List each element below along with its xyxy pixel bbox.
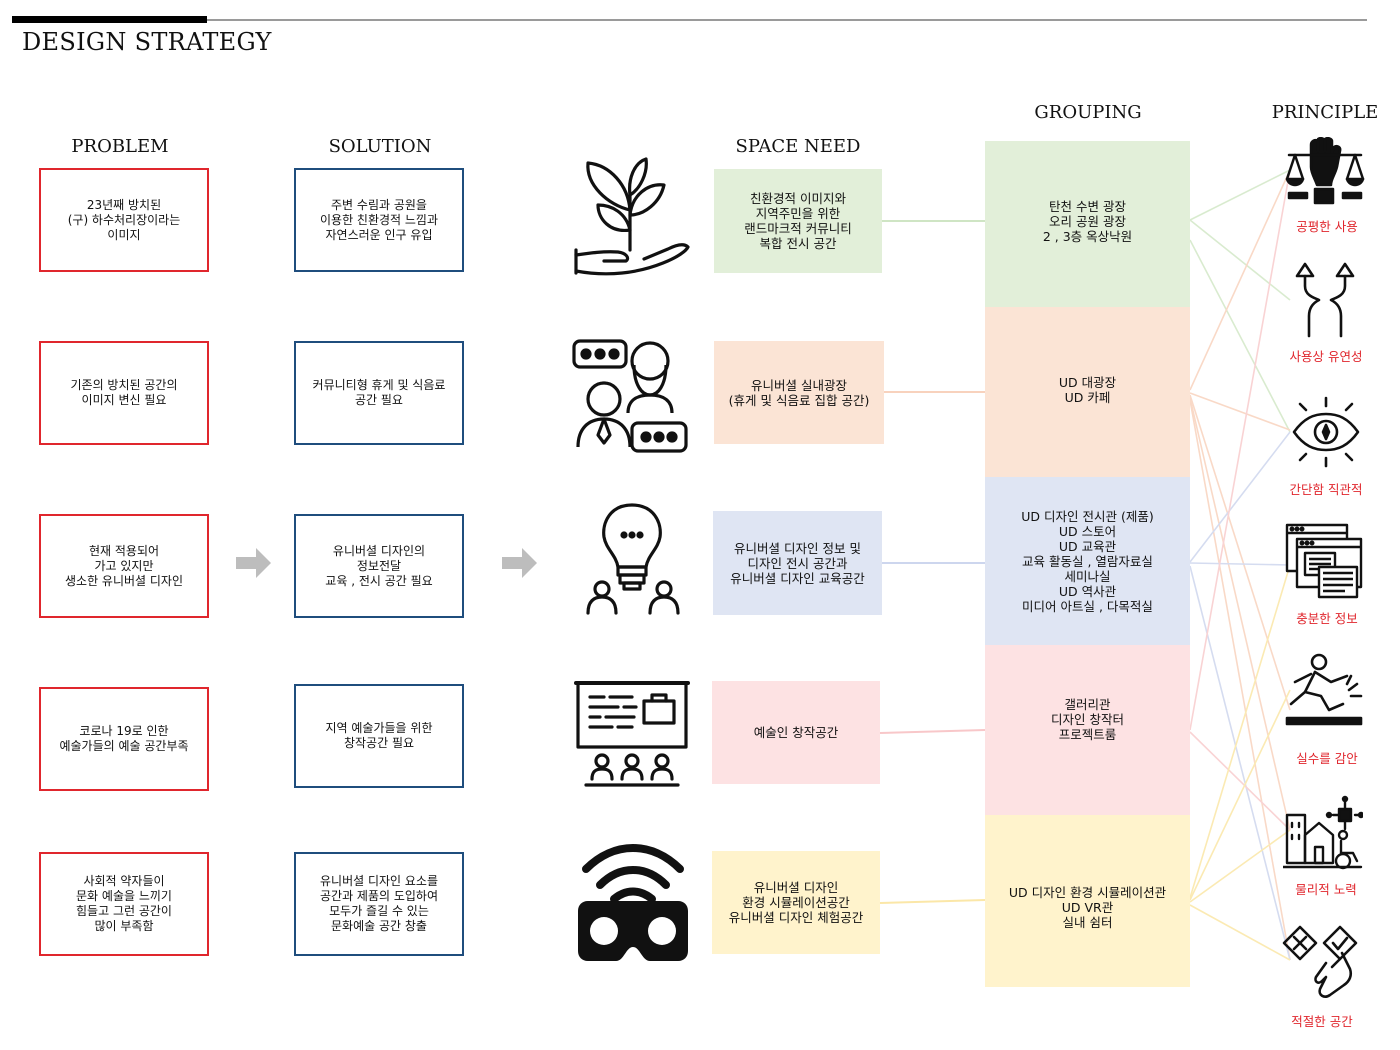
problem-box-1: 23년째 방치된 (구) 하수처리장이라는 이미지	[39, 168, 209, 272]
principle-label-6: 물리적 노력	[1295, 882, 1357, 897]
slip-fall-icon	[1285, 652, 1363, 734]
hand-plant-icon	[568, 155, 693, 284]
principle-label-7: 적절한 공간	[1291, 1014, 1353, 1029]
grouping-box-4: 갤러리관 디자인 창작터 프로젝트룸	[985, 645, 1190, 815]
split-arrows-icon	[1295, 262, 1355, 342]
problem-box-3: 현재 적용되어 가고 있지만 생소한 유니버셜 디자인	[39, 514, 209, 618]
space-need-box-4: 예술인 창작공간	[712, 681, 880, 784]
principle-label-4: 충분한 정보	[1296, 611, 1358, 626]
connector-need-group-5	[879, 899, 986, 904]
solution-box-2: 커뮤니티형 휴게 및 식음료 공간 필요	[294, 341, 464, 445]
grouping-box-5: UD 디자인 환경 시뮬레이션관 UD VR관 실내 쉼터	[985, 815, 1190, 987]
principle-label-2: 사용상 유연성	[1289, 349, 1363, 364]
chat-people-icon	[568, 335, 693, 464]
space-need-box-2: 유니버셜 실내광장 (휴게 및 식음료 집합 공간)	[714, 341, 884, 444]
solution-box-4: 지역 예술가들을 위한 창작공간 필요	[294, 684, 464, 788]
eye-icon	[1290, 396, 1362, 472]
header-grouping: GROUPING	[1034, 102, 1142, 123]
lightbulb-people-icon	[570, 495, 695, 624]
problem-box-5: 사회적 약자들이 문화 예술을 느끼기 힘들고 그런 공간이 많이 부족함	[39, 852, 209, 956]
presentation-icon	[572, 675, 692, 799]
header-solution: SOLUTION	[328, 136, 432, 157]
problem-box-4: 코로나 19로 인한 예술가들의 예술 공간부족	[39, 687, 209, 791]
space-need-box-5: 유니버셜 디자인 환경 시뮬레이션공간 유니버셜 디자인 체험공간	[712, 851, 880, 954]
principle-label-1: 공평한 사용	[1296, 219, 1358, 234]
solution-box-1: 주변 수림과 공원을 이용한 친환경적 느낌과 자연스러운 인구 유입	[294, 168, 464, 272]
header-principle: PRINCIPLE	[1271, 102, 1379, 123]
grouping-box-1: 탄천 수변 광장 오리 공원 광장 2 , 3층 옥상낙원	[985, 141, 1190, 307]
solution-box-5: 유니버셜 디자인 요소를 공간과 제품의 도입하여 모두가 즐길 수 있는 문화…	[294, 852, 464, 956]
arrow-right-icon	[502, 548, 538, 582]
principle-label-5: 실수를 감안	[1296, 751, 1358, 766]
header-space-need: SPACE NEED	[735, 136, 861, 157]
browser-windows-icon	[1285, 523, 1363, 605]
connector-group-principle	[1189, 169, 1291, 961]
connector-need-group-4	[879, 729, 986, 734]
city-wheelchair-icon	[1281, 795, 1365, 875]
solution-box-3: 유니버셜 디자인의 정보전달 교육 , 전시 공간 필요	[294, 514, 464, 618]
space-need-box-3: 유니버셜 디자인 정보 및 디자인 전시 공간과 유니버셜 디자인 교육공간	[713, 511, 882, 615]
space-need-box-1: 친환경적 이미지와 지역주민을 위한 랜드마크적 커뮤니티 복합 전시 공간	[714, 169, 882, 273]
problem-box-2: 기존의 방치된 공간의 이미지 변신 필요	[39, 341, 209, 445]
header-problem: PROBLEM	[71, 136, 169, 157]
justice-scale-icon	[1285, 136, 1365, 213]
choice-hand-icon	[1280, 923, 1362, 1007]
title-rule-thin	[207, 19, 1367, 21]
vr-headset-icon	[570, 835, 695, 969]
grouping-box-2: UD 대광장 UD 카페	[985, 307, 1190, 477]
title-rule-thick	[12, 16, 207, 23]
grouping-box-3: UD 디자인 전시관 (제품) UD 스토어 UD 교육관 교육 활동실 , 열…	[985, 477, 1190, 645]
arrow-right-icon	[236, 548, 272, 582]
principle-label-3: 간단함 직관적	[1289, 482, 1363, 497]
page-title: DESIGN STRATEGY	[22, 28, 272, 56]
